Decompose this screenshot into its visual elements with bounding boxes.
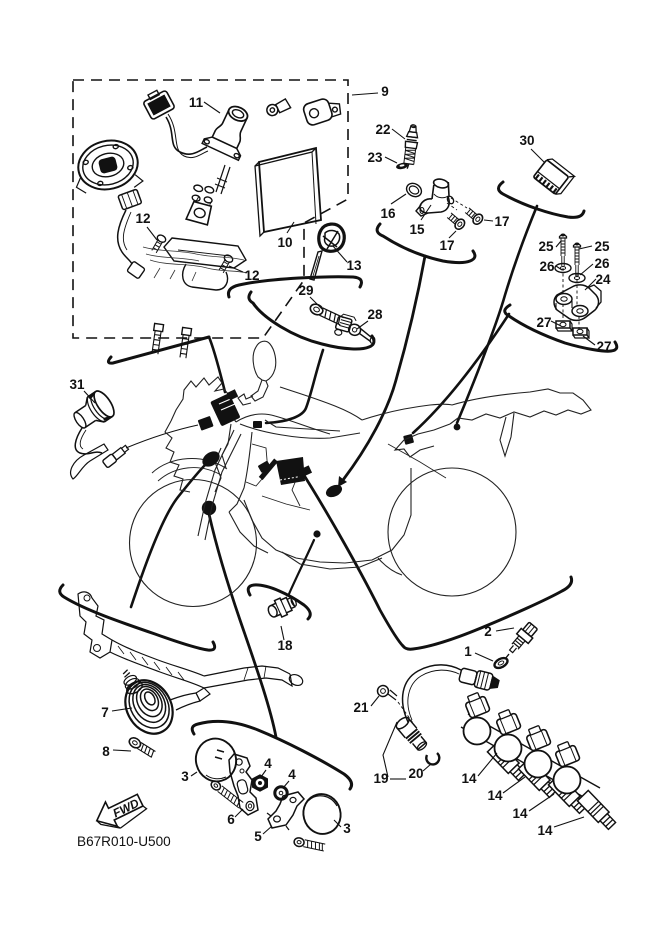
svg-text:7: 7 [101,705,109,720]
svg-text:13: 13 [346,258,362,273]
svg-text:14: 14 [461,771,477,786]
svg-text:29: 29 [298,283,313,298]
svg-text:28: 28 [367,307,383,322]
svg-text:B67R010-U500: B67R010-U500 [77,834,171,849]
svg-text:8: 8 [102,744,110,759]
svg-text:12: 12 [244,268,259,283]
svg-text:4: 4 [288,767,296,782]
svg-text:12: 12 [135,211,150,226]
svg-text:20: 20 [408,766,423,781]
svg-text:26: 26 [539,259,555,274]
svg-text:17: 17 [439,238,454,253]
svg-text:2: 2 [484,624,492,639]
svg-text:1: 1 [464,644,472,659]
svg-text:17: 17 [494,214,509,229]
svg-text:18: 18 [277,638,293,653]
svg-text:27: 27 [596,339,611,354]
svg-text:14: 14 [512,806,528,821]
svg-text:10: 10 [277,235,292,250]
svg-text:4: 4 [264,756,272,771]
svg-text:6: 6 [227,812,235,827]
svg-text:25: 25 [594,239,610,254]
svg-text:3: 3 [181,769,189,784]
svg-text:30: 30 [519,133,534,148]
svg-text:14: 14 [487,788,503,803]
svg-text:5: 5 [254,829,262,844]
svg-text:23: 23 [367,150,383,165]
svg-text:25: 25 [538,239,554,254]
svg-text:9: 9 [381,84,389,99]
svg-text:19: 19 [373,771,388,786]
svg-text:22: 22 [375,122,390,137]
svg-text:21: 21 [353,700,369,715]
svg-text:26: 26 [594,256,610,271]
svg-text:27: 27 [536,315,551,330]
svg-text:31: 31 [69,377,85,392]
svg-text:11: 11 [189,95,204,110]
svg-text:3: 3 [343,821,351,836]
svg-text:15: 15 [409,222,425,237]
svg-text:16: 16 [380,206,396,221]
svg-text:24: 24 [595,272,611,287]
svg-text:14: 14 [537,823,553,838]
